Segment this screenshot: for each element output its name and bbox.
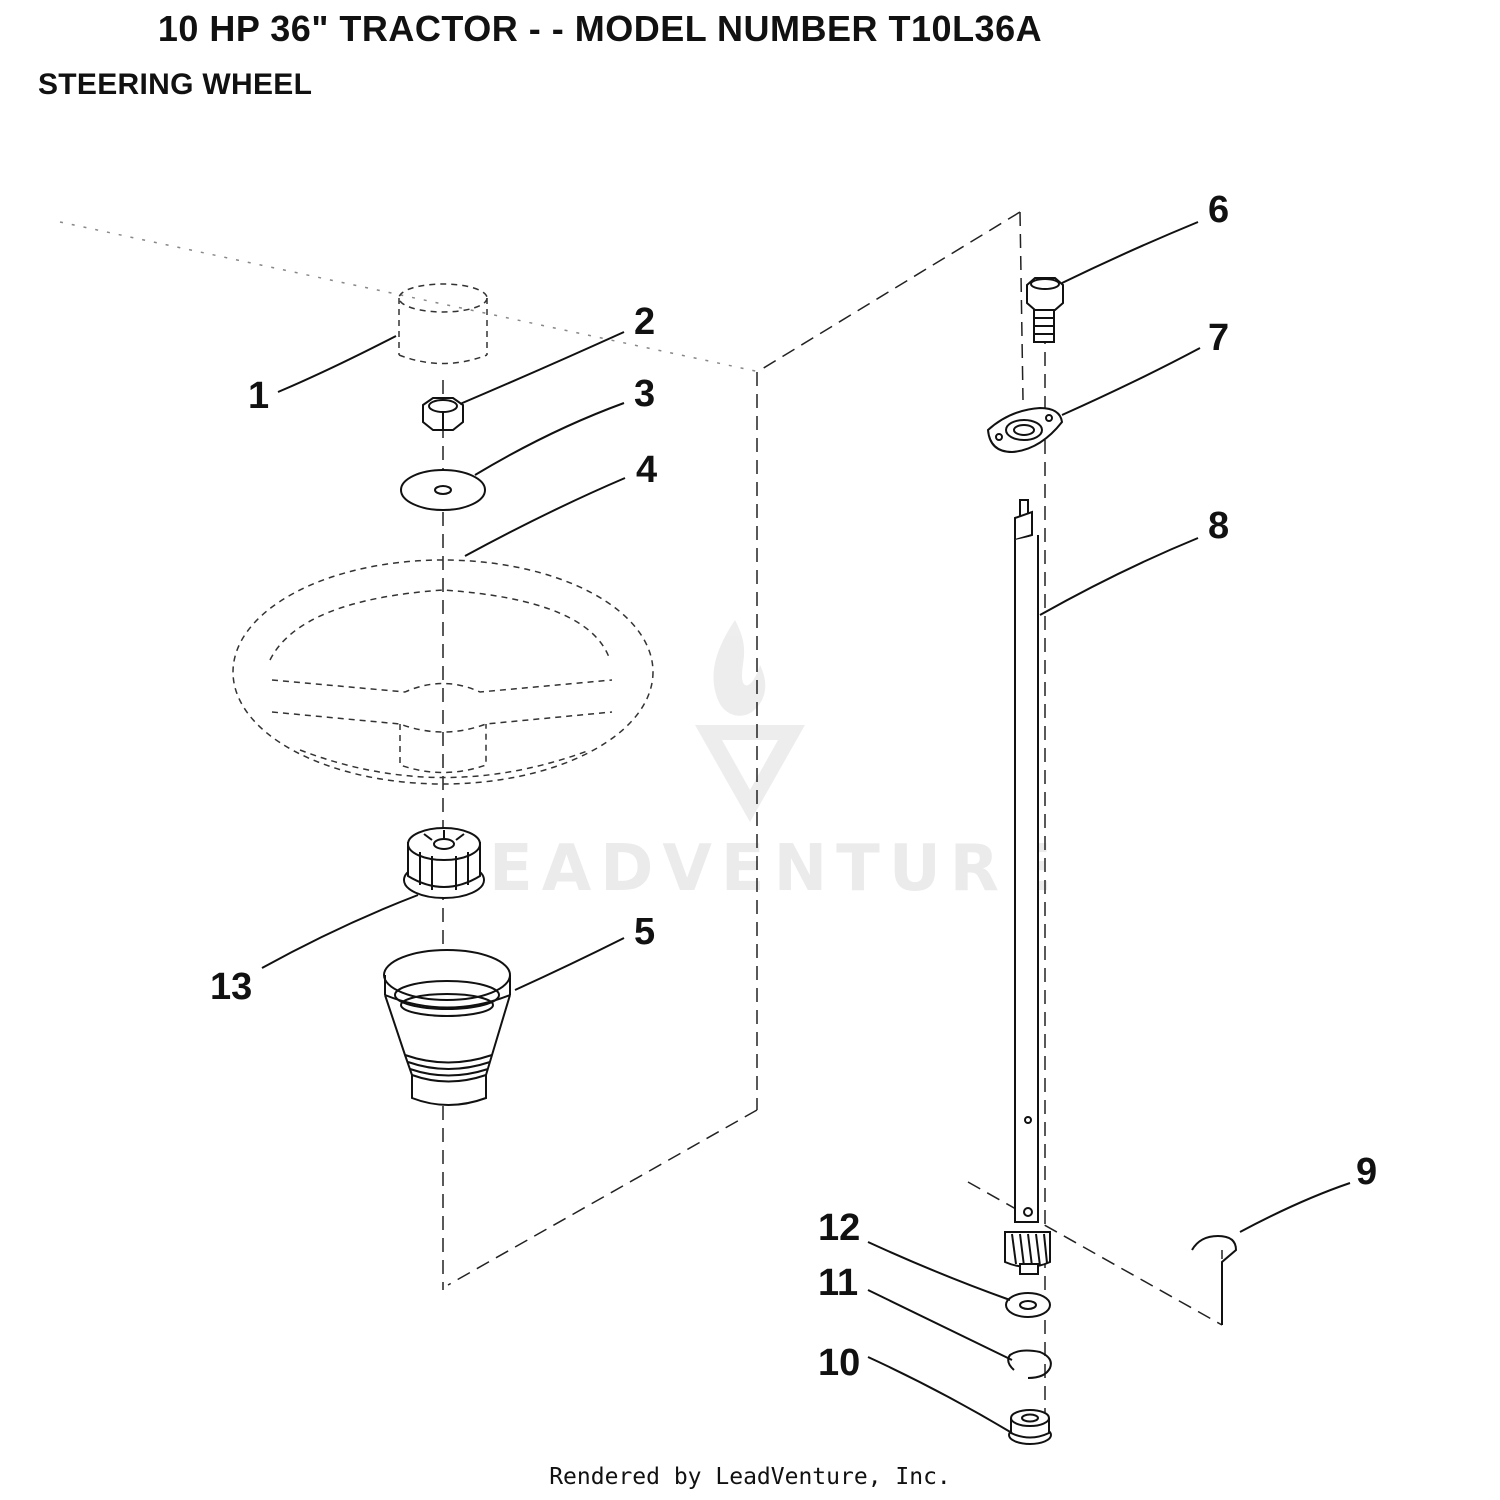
leader-10: [867, 1356, 1013, 1434]
callout-3: 3: [634, 373, 655, 415]
part-13-splined-adapter: [403, 827, 485, 899]
leader-8: [1039, 537, 1199, 616]
part-9-hairpin-clip: [1191, 1234, 1238, 1325]
part-2-nut: [422, 397, 464, 431]
leader-3: [474, 402, 625, 476]
part-8-pinion-gear: [1004, 1231, 1051, 1275]
leader-4: [464, 477, 626, 557]
callout-4: 4: [636, 449, 657, 491]
left-assembly-frame: [59, 211, 1024, 1286]
part-4-steering-wheel: [232, 559, 654, 785]
title-bar: 10 HP 36" TRACTOR - - MODEL NUMBER T10L3…: [0, 0, 1500, 60]
callout-9: 9: [1356, 1151, 1377, 1193]
leader-9: [1239, 1182, 1351, 1233]
leader-1: [277, 335, 397, 393]
callout-11: 11: [818, 1262, 858, 1304]
leader-12: [867, 1241, 1011, 1301]
callout-13: 13: [210, 966, 252, 1008]
callout-6: 6: [1208, 189, 1229, 231]
part-12-washer: [1005, 1292, 1051, 1318]
leader-6: [1061, 221, 1199, 284]
callout-2: 2: [634, 301, 655, 343]
leader-5: [514, 937, 625, 991]
leader-2: [459, 331, 625, 405]
leader-lines: [261, 221, 1351, 1434]
part-10-bushing: [1008, 1409, 1052, 1445]
callout-8: 8: [1208, 505, 1229, 547]
part-7-flange-bearing: [986, 406, 1064, 454]
footer-credit: Rendered by LeadVenture, Inc.: [549, 1464, 951, 1490]
callout-10: 10: [818, 1342, 860, 1384]
callout-12: 12: [818, 1207, 860, 1249]
part-6-bolt: [1026, 277, 1064, 343]
part-3-washer: [400, 469, 486, 511]
watermark-logo: LEADVENTURE: [439, 620, 1061, 906]
section-title: STEERING WHEEL: [38, 68, 313, 101]
watermark-text: LEADVENTURE: [439, 832, 1061, 906]
leader-7: [1061, 347, 1201, 416]
callout-numbers: 1 2 3 4 5 6 7 8 9 10 11 12 13: [210, 189, 1377, 1384]
leader-13: [261, 894, 419, 969]
part-1-steering-cap: [398, 283, 488, 365]
callout-1: 1: [248, 375, 269, 417]
leader-11: [867, 1289, 1013, 1361]
diagram-title: 10 HP 36" TRACTOR - - MODEL NUMBER T10L3…: [157, 8, 1043, 49]
callout-5: 5: [634, 911, 655, 953]
part-5-column-cover: [383, 949, 511, 1106]
callout-7: 7: [1208, 317, 1229, 359]
part-8-steering-shaft: [1014, 499, 1039, 1223]
